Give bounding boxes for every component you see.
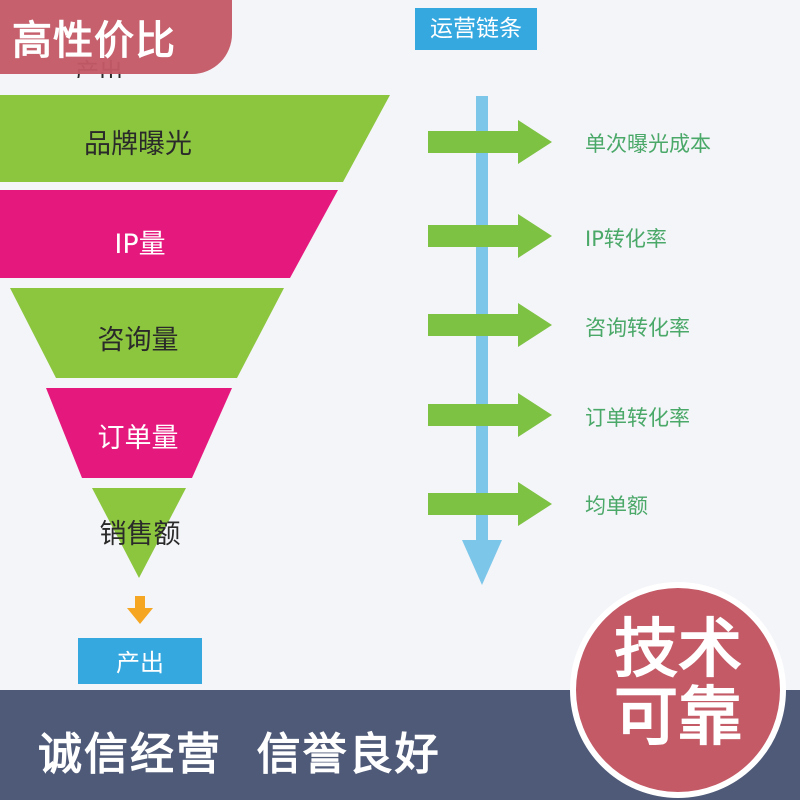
funnel-layer-brand-exposure (0, 95, 390, 182)
chain-arrow-head (462, 540, 502, 585)
metric-inquiry-conversion: 咨询转化率 (585, 316, 690, 340)
funnel-label-brand-exposure: 品牌曝光 (84, 129, 192, 160)
output-box: 产出 (78, 638, 202, 684)
funnel-label-ip: IP量 (114, 229, 166, 260)
funnel-label-sales: 销售额 (99, 519, 181, 550)
green-arrow-1 (428, 120, 552, 164)
funnel-layer-inquiry (10, 288, 284, 378)
funnel-label-order: 订单量 (97, 423, 179, 454)
value-badge-text: 高性价比 (12, 18, 176, 64)
green-arrow-3 (428, 303, 552, 347)
metric-average-order-value: 均单额 (585, 494, 648, 518)
tech-badge (570, 582, 786, 798)
green-arrow-5 (428, 482, 552, 526)
tech-badge-line1: 技术 (614, 613, 742, 687)
output-down-arrow (127, 596, 153, 624)
green-arrow-2 (428, 214, 552, 258)
metric-ip-conversion: IP转化率 (585, 227, 667, 251)
bottom-slogan: 诚信经营 信誉良好 (38, 729, 441, 780)
tech-badge-line2: 可靠 (614, 681, 742, 755)
metric-cost-per-exposure: 单次曝光成本 (585, 132, 711, 156)
value-badge (0, 0, 232, 74)
funnel-layer-ip (0, 190, 338, 278)
green-arrow-4 (428, 393, 552, 437)
chain-title: 运营链条 (415, 8, 537, 50)
metric-order-conversion: 订单转化率 (585, 406, 690, 430)
funnel-label-inquiry: 咨询量 (97, 325, 179, 356)
funnel-layer-sales (92, 488, 186, 578)
funnel-layer-order (46, 388, 232, 478)
